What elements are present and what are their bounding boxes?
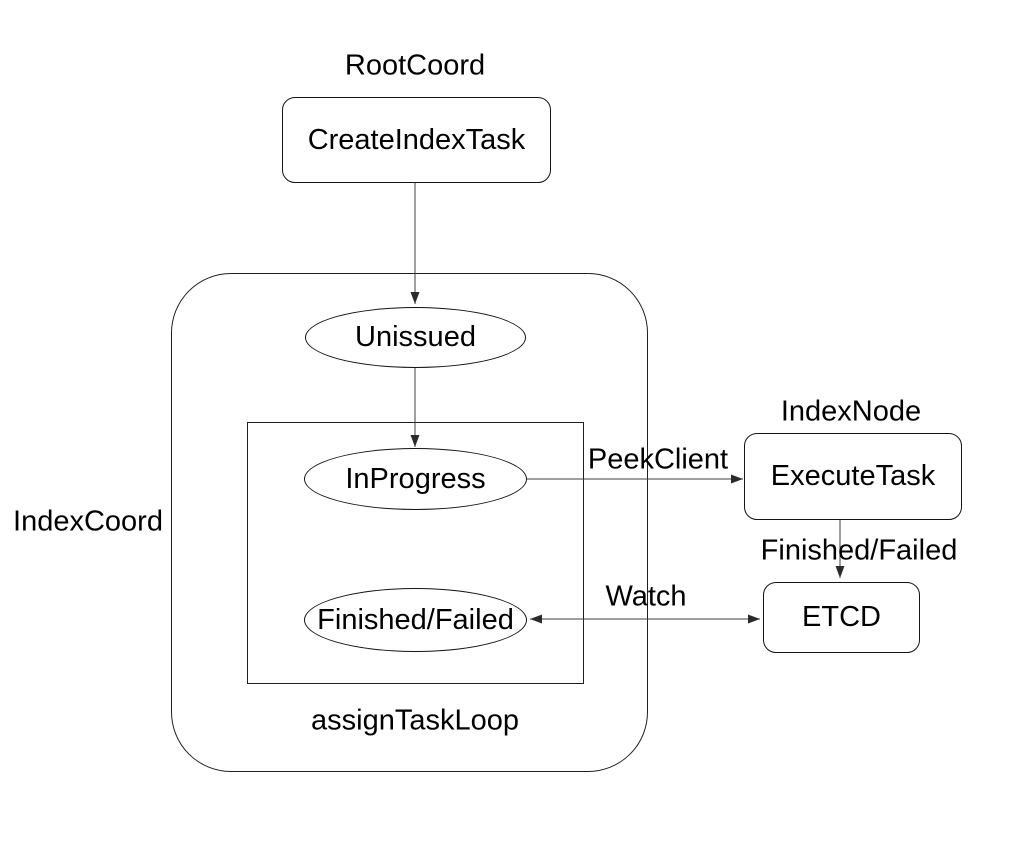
execute-task-node: ExecuteTask: [744, 433, 962, 520]
root-coord-region-label: RootCoord: [344, 49, 486, 82]
assign-task-loop-label: assignTaskLoop: [311, 704, 519, 737]
index-node-region-label: IndexNode: [780, 395, 922, 428]
create-index-task-label: CreateIndexTask: [307, 123, 526, 156]
in-progress-state-node: InProgress: [304, 448, 527, 510]
unissued-state-label: Unissued: [355, 321, 476, 353]
finished-failed-edge-label: Finished/Failed: [760, 534, 958, 567]
finished-failed-state-label: Finished/Failed: [317, 603, 514, 636]
create-index-task-node: CreateIndexTask: [282, 97, 551, 183]
unissued-state-node: Unissued: [305, 307, 526, 368]
index-coord-region-label: IndexCoord: [13, 505, 163, 538]
watch-edge-label: Watch: [605, 580, 687, 613]
peek-client-edge-label: PeekClient: [587, 443, 729, 476]
in-progress-state-label: InProgress: [345, 462, 486, 495]
execute-task-label: ExecuteTask: [770, 460, 936, 492]
assign-task-loop-container: [247, 422, 584, 684]
etcd-node: ETCD: [763, 582, 920, 653]
etcd-label: ETCD: [802, 601, 881, 633]
index-coord-container: [171, 273, 648, 772]
finished-failed-state-node: Finished/Failed: [304, 588, 527, 652]
